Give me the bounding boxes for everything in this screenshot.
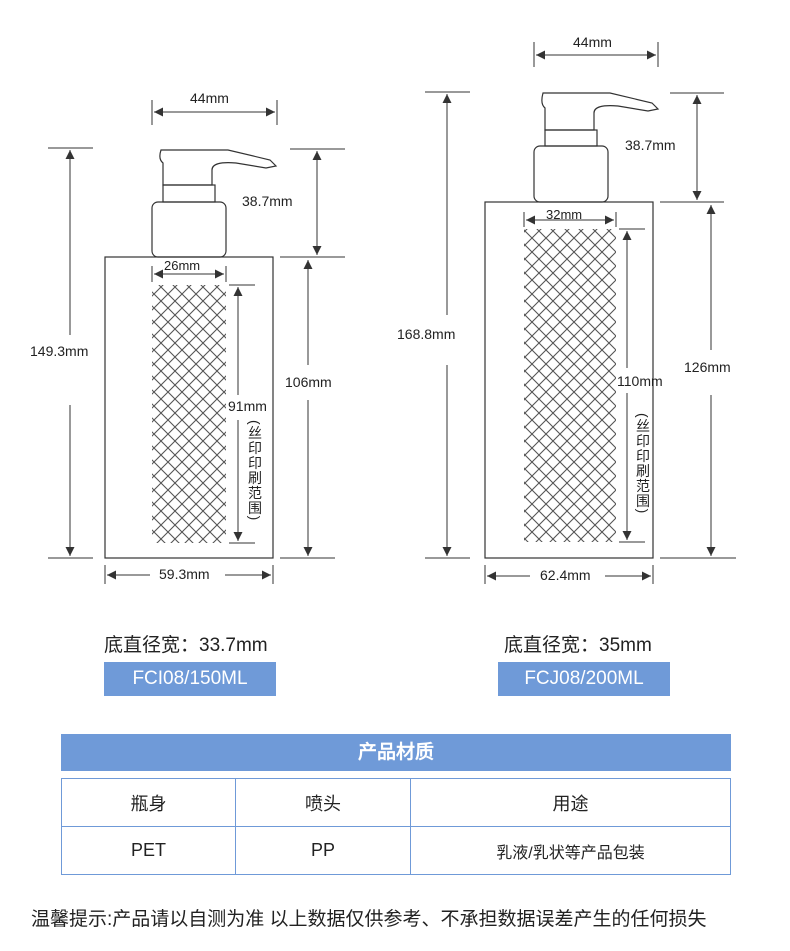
left-bottle-cap xyxy=(151,201,227,258)
materials-table: 瓶身 喷头 用途 PET PP 乳液/乳状等产品包装 xyxy=(61,778,731,875)
left-body-width-label: 59.3mm xyxy=(159,566,210,582)
right-print-height-label: 110mm xyxy=(617,373,663,389)
left-pump-head xyxy=(159,149,278,186)
left-total-height-label: 149.3mm xyxy=(30,343,89,359)
table-row: PET PP 乳液/乳状等产品包装 xyxy=(61,826,731,875)
left-bottle-collar xyxy=(162,184,216,203)
right-base-spec: 底直径宽：35mm xyxy=(504,635,652,656)
cell-usage: 乳液/乳状等产品包装 xyxy=(410,826,731,875)
right-bottle xyxy=(484,92,660,559)
left-model-badge: FCI08/150ML xyxy=(104,662,276,696)
right-dimensions xyxy=(425,42,736,584)
right-print-area-label: (丝印印刷范围) xyxy=(635,413,651,515)
right-model-badge: FCJ08/200ML xyxy=(498,662,670,696)
left-print-width-label: 26mm xyxy=(164,258,201,273)
header-cell-usage: 用途 xyxy=(410,778,731,827)
right-body-height-label: 126mm xyxy=(684,359,731,375)
left-print-area xyxy=(152,285,226,543)
left-print-height-label: 91mm xyxy=(228,398,267,414)
right-top-width-label: 44mm xyxy=(573,34,612,50)
bottle-diagram xyxy=(48,42,736,584)
left-top-width-label: 44mm xyxy=(190,90,229,106)
right-bottle-cap xyxy=(533,145,609,203)
right-body-width-label: 62.4mm xyxy=(540,567,591,583)
left-base-spec: 底直径宽：33.7mm xyxy=(104,635,268,656)
table-header-row: 瓶身 喷头 用途 xyxy=(61,778,731,827)
header-cell-body: 瓶身 xyxy=(61,778,236,827)
disclaimer-note: 温馨提示:产品请以自测为准 以上数据仅供参考、不承担数据误差产生的任何损失 xyxy=(31,909,707,930)
left-dimensions xyxy=(48,100,345,584)
materials-title: 产品材质 xyxy=(61,734,731,771)
cell-body-material: PET xyxy=(61,826,236,875)
left-print-area-label: (丝印印刷范围) xyxy=(247,420,263,522)
right-print-area xyxy=(524,229,616,542)
right-bottle-collar xyxy=(544,129,598,147)
right-total-height-label: 168.8mm xyxy=(397,326,456,342)
cell-pump-material: PP xyxy=(235,826,411,875)
left-body-height-label: 106mm xyxy=(285,374,332,390)
right-pump-head xyxy=(541,92,660,131)
header-cell-pump: 喷头 xyxy=(235,778,411,827)
right-print-width-label: 32mm xyxy=(546,207,583,222)
right-pump-height-label: 38.7mm xyxy=(625,137,676,153)
left-bottle xyxy=(104,149,278,559)
left-pump-height-label: 38.7mm xyxy=(242,193,293,209)
